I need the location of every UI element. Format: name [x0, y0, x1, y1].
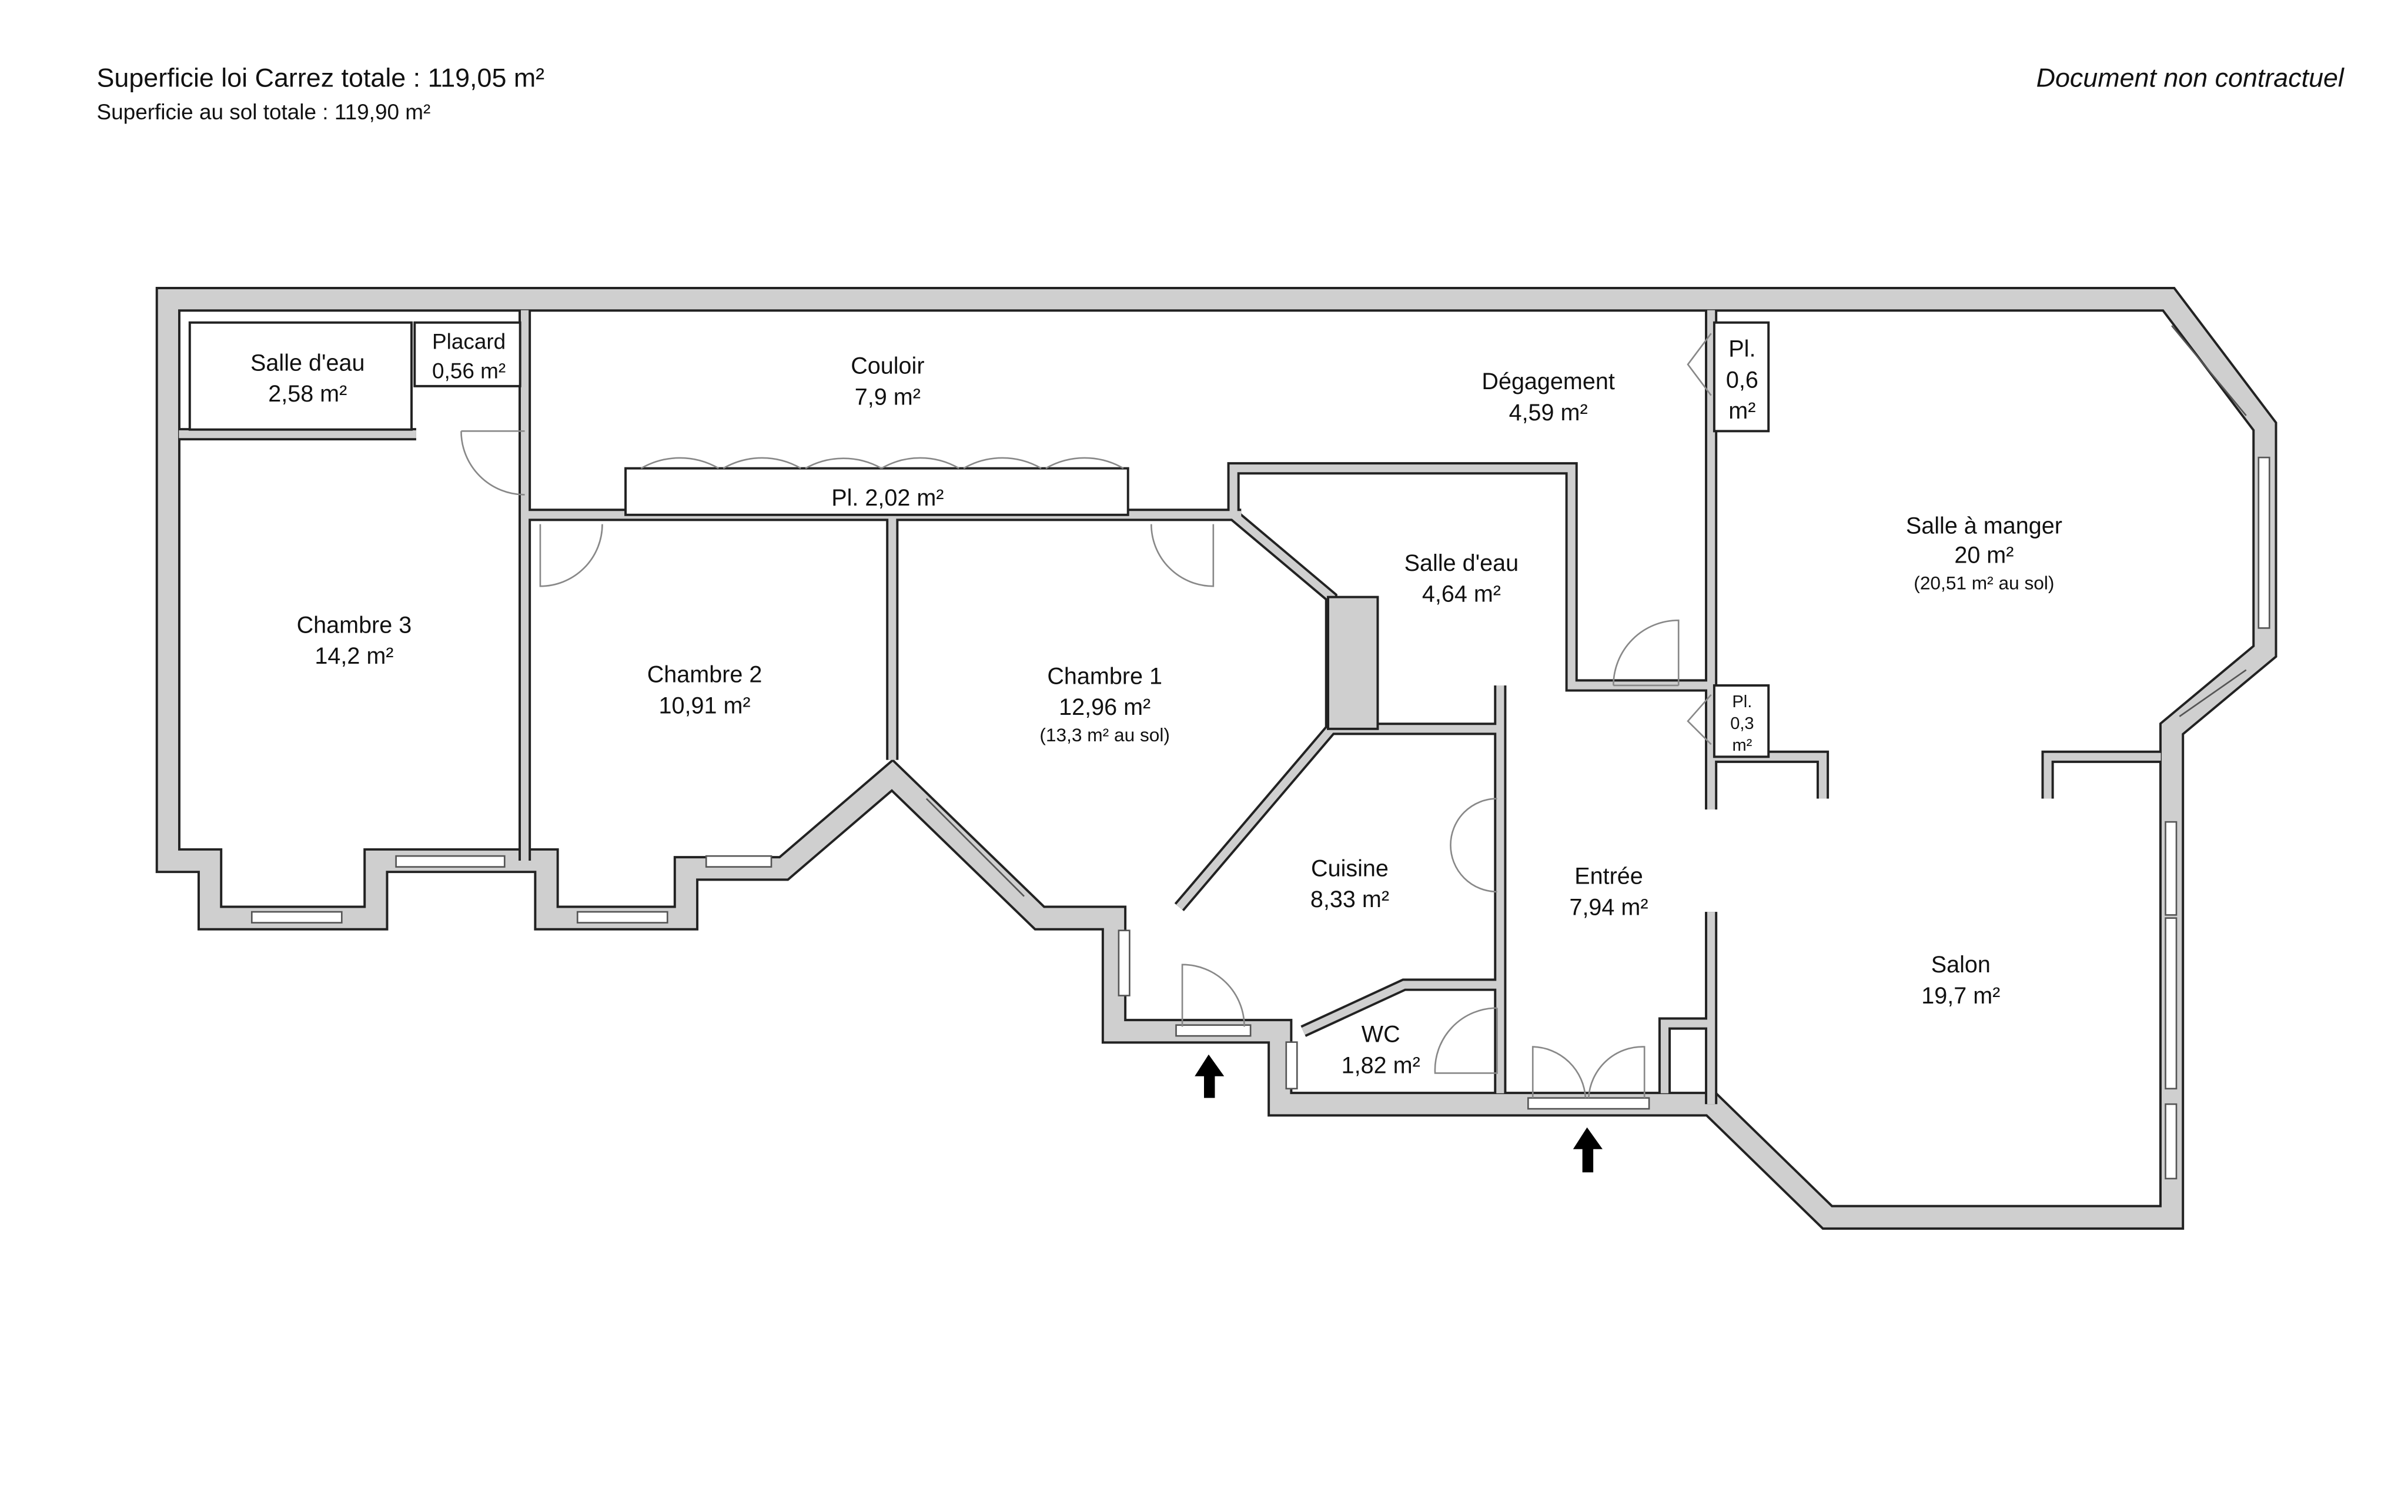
disclaimer: Document non contractuel — [2036, 63, 2345, 93]
room-entree: Entrée 7,94 m² — [1569, 864, 1648, 921]
entrance-arrow-icon — [1195, 1054, 1225, 1098]
room-name: Dégagement — [1481, 369, 1614, 394]
room-area: 4,64 m² — [1422, 581, 1501, 607]
room-degagement: Dégagement 4,59 m² — [1481, 369, 1614, 426]
room-chambre-3: Chambre 3 14,2 m² — [297, 612, 412, 669]
room-area: 0,3 — [1730, 714, 1754, 733]
room-area: 2,58 m² — [268, 381, 347, 407]
room-salle-a-manger: Salle à manger 20 m² (20,51 m² au sol) — [1906, 513, 2062, 593]
room-pl-03: Pl. 0,3 m² — [1730, 693, 1754, 755]
room-name: Cuisine — [1311, 855, 1389, 881]
room-area: 12,96 m² — [1059, 694, 1151, 720]
room-name: WC — [1362, 1022, 1400, 1048]
room-sol: (13,3 m² au sol) — [1039, 724, 1170, 745]
room-name: Chambre 3 — [297, 612, 412, 638]
room-name: Couloir — [851, 353, 924, 379]
room-chambre-2: Chambre 2 10,91 m² — [647, 662, 762, 719]
room-sol: (20,51 m² au sol) — [1914, 572, 2054, 593]
inner-walls — [179, 310, 2161, 1105]
room-wc: WC 1,82 m² — [1342, 1022, 1420, 1079]
room-area: 7,94 m² — [1569, 894, 1648, 920]
room-chambre-1: Chambre 1 12,96 m² (13,3 m² au sol) — [1039, 663, 1170, 745]
room-name: Pl. — [1732, 693, 1752, 711]
room-area: 1,82 m² — [1342, 1052, 1420, 1078]
room-placard-couloir: Pl. 2,02 m² — [831, 485, 944, 511]
room-unit: m² — [1728, 398, 1755, 424]
room-couloir: Couloir 7,9 m² — [851, 353, 924, 410]
room-name: Placard — [432, 330, 506, 354]
room-salle-eau-1: Salle d'eau 2,58 m² — [250, 350, 364, 407]
windows — [250, 325, 2270, 1180]
room-name: Salle d'eau — [1404, 550, 1519, 576]
room-name: Salle d'eau — [250, 350, 364, 376]
room-name: Salle à manger — [1906, 513, 2062, 538]
room-area: 8,33 m² — [1310, 887, 1389, 912]
room-area: 7,9 m² — [855, 384, 921, 410]
room-area: 0,56 m² — [432, 359, 506, 383]
room-name: Chambre 1 — [1047, 663, 1162, 689]
room-area: 14,2 m² — [315, 643, 393, 669]
room-salle-eau-2: Salle d'eau 4,64 m² — [1404, 550, 1519, 607]
entrance-arrow-icon — [1573, 1127, 1603, 1173]
room-area: 10,91 m² — [659, 693, 751, 718]
room-name: Entrée — [1574, 864, 1643, 889]
room-unit: m² — [1732, 736, 1752, 755]
room-name: Salon — [1931, 952, 1991, 978]
room-placard: Placard 0,56 m² — [432, 330, 506, 383]
room-cuisine: Cuisine 8,33 m² — [1310, 855, 1389, 912]
doors — [460, 333, 1712, 1098]
room-name: Pl. — [1728, 336, 1755, 362]
room-name: Chambre 2 — [647, 662, 762, 688]
outer-wall — [155, 287, 2277, 1230]
room-area: 4,59 m² — [1509, 400, 1588, 426]
room-salon: Salon 19,7 m² — [1921, 952, 2000, 1009]
carrez-total: Superficie loi Carrez totale : 119,05 m² — [97, 63, 545, 93]
sol-total: Superficie au sol totale : 119,90 m² — [97, 100, 431, 124]
room-area: 20 m² — [1954, 543, 2014, 568]
room-area: 19,7 m² — [1921, 983, 2000, 1009]
room-pl-06: Pl. 0,6 m² — [1726, 336, 1758, 424]
room-area: 0,6 — [1726, 367, 1758, 393]
